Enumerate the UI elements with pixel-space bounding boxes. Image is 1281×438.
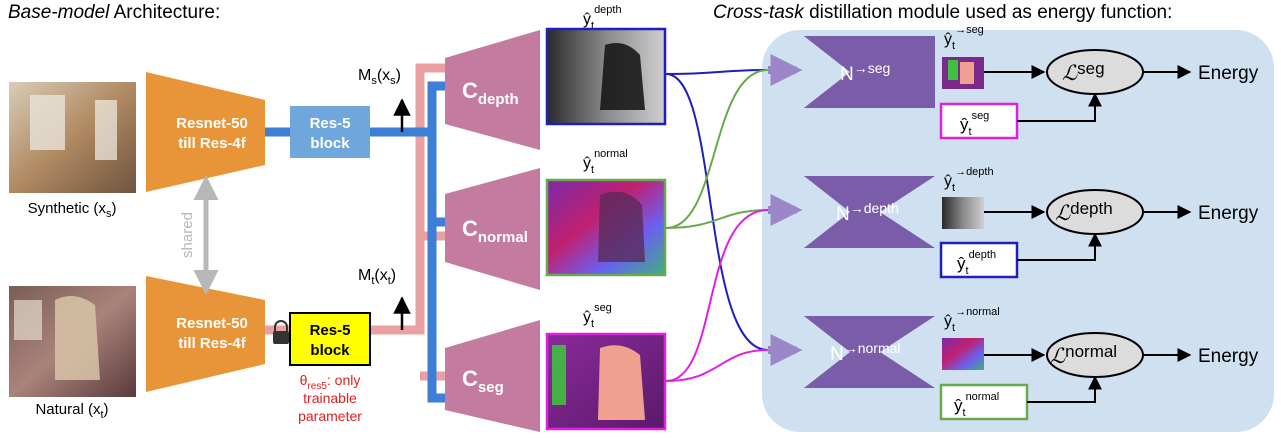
distill-out-depth-label: ŷt→depth xyxy=(944,166,994,194)
theta-note-line2: trainable xyxy=(303,390,357,406)
energy-seg-label: Energy xyxy=(1198,63,1259,84)
encoder-synthetic xyxy=(146,72,265,192)
target-normal-label: ŷtnormal xyxy=(954,391,999,419)
distill-net-depth xyxy=(804,176,935,248)
decoder-seg-label: Cseg xyxy=(462,366,504,396)
decoder-seg xyxy=(445,320,540,432)
res5-natural-label-2: block xyxy=(310,342,350,359)
distill-out-normal-thumb xyxy=(942,338,984,370)
pred-depth-label: ŷtdepth xyxy=(583,4,622,32)
synthetic-caption: Synthetic (xs) xyxy=(28,200,117,220)
res5-synthetic-label-1: Res-5 xyxy=(310,115,351,132)
distill-net-normal-label: N→normal xyxy=(830,340,901,365)
distill-net-normal xyxy=(804,316,935,388)
target-seg-to-loss-arrow xyxy=(1017,92,1102,122)
pred-normal-label: ŷtnormal xyxy=(583,148,628,176)
encoder-natural xyxy=(146,276,265,392)
theta-note-line3: parameter xyxy=(298,408,362,424)
feature-paths xyxy=(265,63,445,403)
natural-caption: Natural (xt) xyxy=(35,401,108,421)
distill-net-seg-label: N→seg xyxy=(840,60,890,85)
target-seg-label: ŷtseg xyxy=(960,110,989,138)
target-depth-box xyxy=(939,241,1019,279)
target-depth-to-loss-arrow xyxy=(1017,232,1102,261)
theta-note-line1: θres5: only xyxy=(300,372,361,392)
loss-normal-label: ℒnormal xyxy=(1050,342,1117,368)
decoder-depth xyxy=(445,30,540,150)
loss-seg-label: ℒseg xyxy=(1062,59,1105,85)
res5-block-synthetic xyxy=(290,106,370,158)
decoder-normal-label: Cnormal xyxy=(462,216,528,246)
energy-normal-label: Energy xyxy=(1198,346,1259,367)
decoder-normal xyxy=(445,168,540,290)
target-normal-box xyxy=(939,383,1029,421)
encoder-natural-label-2: till Res-4f xyxy=(178,335,247,352)
distill-out-normal-label: ŷt→normal xyxy=(944,306,1000,334)
shared-label: shared xyxy=(179,212,196,258)
distill-out-seg-label: ŷt→seg xyxy=(944,24,984,52)
energy-depth-label: Energy xyxy=(1198,203,1259,224)
res5-block-natural xyxy=(289,312,371,366)
distill-out-depth-thumb xyxy=(942,197,984,229)
res5-synthetic-label-2: block xyxy=(310,135,350,152)
pred-seg-label: ŷtseg xyxy=(583,302,612,330)
res5-natural-label-1: Res-5 xyxy=(310,322,351,339)
encoder-synthetic-label-2: till Res-4f xyxy=(178,135,247,152)
lock-icon xyxy=(273,320,289,344)
target-seg-box xyxy=(939,102,1019,140)
left-heading: Base-model Architecture: xyxy=(8,2,220,23)
loss-depth-label: ℒdepth xyxy=(1055,199,1113,225)
encoder-natural-label-1: Resnet-50 xyxy=(176,315,248,332)
right-heading: Cross-task distillation module used as e… xyxy=(713,2,1172,23)
decoder-depth-label: Cdepth xyxy=(462,78,519,108)
target-depth-label: ŷtdepth xyxy=(957,249,996,277)
cross-task-connections xyxy=(665,69,769,382)
mt-label: Mt(xt) xyxy=(358,267,396,287)
distill-net-depth-label: N→depth xyxy=(836,200,899,225)
encoder-synthetic-label-1: Resnet-50 xyxy=(176,115,248,132)
ms-label: Ms(xs) xyxy=(358,67,401,87)
target-normal-to-loss-arrow xyxy=(1027,375,1102,403)
